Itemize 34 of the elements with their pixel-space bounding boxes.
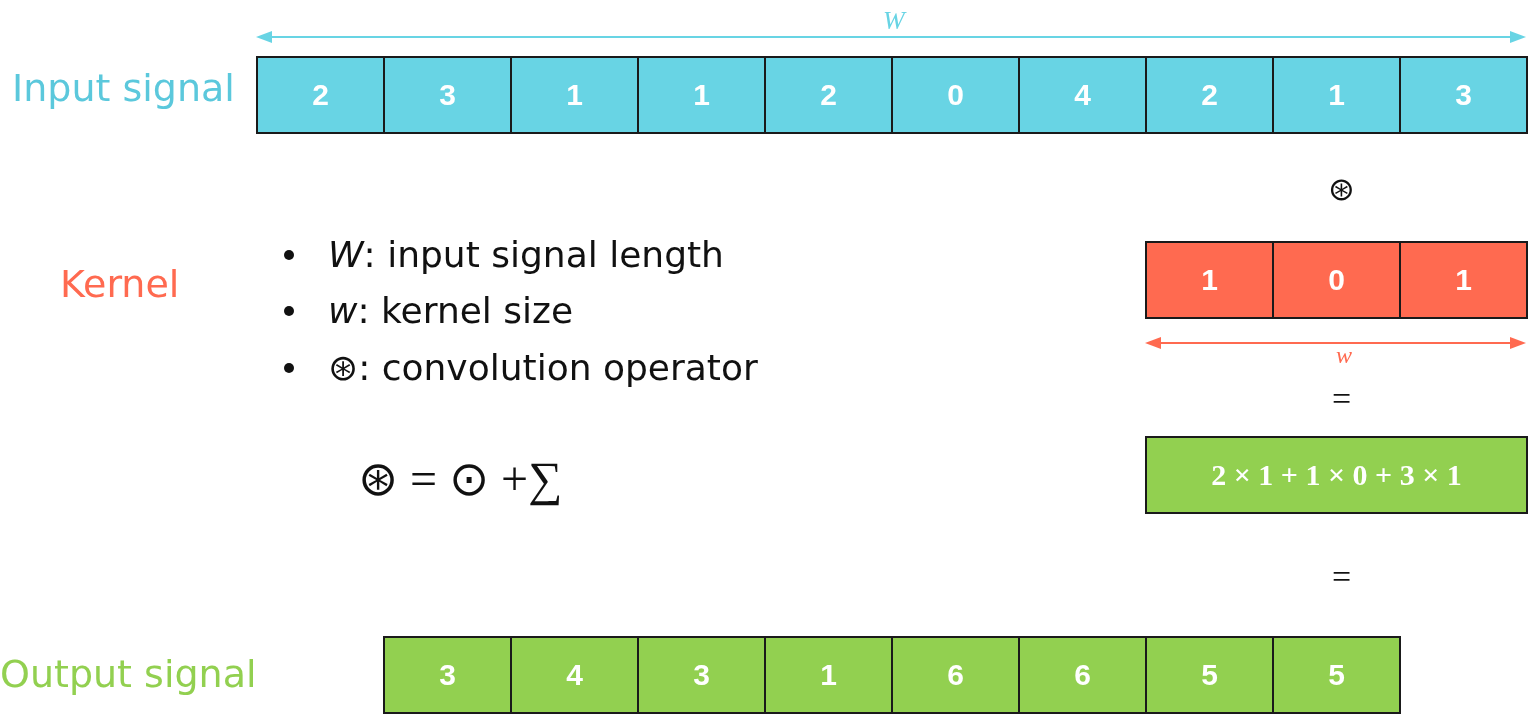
value-cell: 6 [1018,636,1147,714]
value-cell: 5 [1272,636,1401,714]
formula-cell: 2 × 1 + 1 × 0 + 3 × 1 [1145,436,1528,514]
formula-text: ⊛ = ⊙ +∑ [358,451,563,506]
value-cell: 3 [383,56,512,134]
value-cell: 1 [764,636,893,714]
dimension-label: W [883,6,905,36]
value-cell: 2 [1145,56,1274,134]
value-cell: 1 [1145,241,1274,319]
bullet-text: W: input signal length [270,234,724,275]
value-cell: 2 [256,56,385,134]
value-cell: 6 [891,636,1020,714]
bullet-text: w: kernel size [270,290,574,331]
value-cell: 4 [1018,56,1147,134]
value-cell: 1 [510,56,639,134]
value-cell: 3 [1399,56,1528,134]
value-cell: 1 [1399,241,1528,319]
value-cell: 4 [510,636,639,714]
equals-sign: = [1332,380,1352,418]
value-cell: 1 [1272,56,1401,134]
operator-symbol: ⊛ [1328,170,1355,208]
equals-sign: = [1332,558,1352,596]
value-cell: 0 [891,56,1020,134]
value-cell: 2 [764,56,893,134]
row-label: Input signal [12,66,235,110]
dimension-label: w [1336,342,1352,369]
bullet-text: ⊛: convolution operator [270,347,758,388]
value-cell: 0 [1272,241,1401,319]
value-cell: 3 [637,636,766,714]
value-cell: 1 [637,56,766,134]
row-label: Kernel [60,262,180,306]
value-cell: 3 [383,636,512,714]
row-label: Output signal [0,652,257,696]
value-cell: 5 [1145,636,1274,714]
